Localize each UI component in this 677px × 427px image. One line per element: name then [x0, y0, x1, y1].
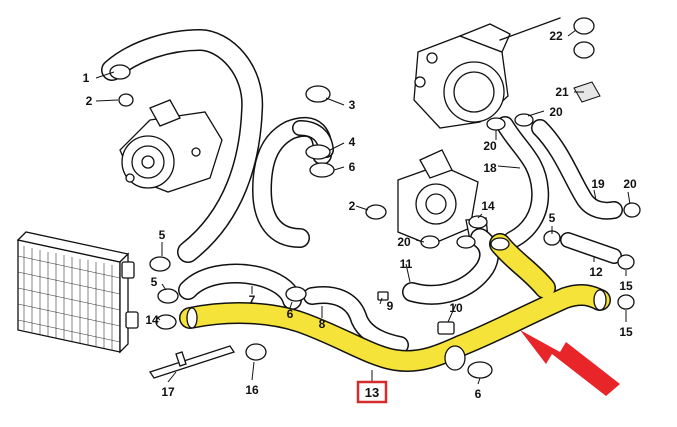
thermostat-housing [397, 149, 489, 246]
callout-2: 2 [349, 199, 356, 213]
callout-6: 6 [349, 160, 356, 174]
callout-15: 15 [619, 279, 633, 293]
callout-3: 3 [349, 98, 356, 112]
callout-10: 10 [449, 301, 463, 315]
hose-12 [560, 232, 622, 264]
bypass-hose [252, 116, 333, 248]
highlighted-part-label: 13 [356, 380, 388, 404]
callout-6: 6 [475, 387, 482, 401]
highlighted-hose-13 [179, 233, 611, 372]
callout-12: 12 [589, 265, 603, 279]
callout-19: 19 [591, 177, 605, 191]
callout-11: 11 [400, 257, 413, 271]
callout-4: 4 [349, 135, 356, 149]
highlighted-part-number: 13 [365, 385, 379, 400]
callout-17: 17 [161, 385, 175, 399]
callout-5: 5 [549, 211, 556, 225]
callout-8: 8 [319, 317, 326, 331]
callout-5: 5 [159, 228, 166, 242]
callout-labels: 1 2 3 4 6 2 5 5 14 7 6 8 9 10 11 14 20 1… [83, 29, 637, 401]
callout-9: 9 [387, 299, 394, 313]
callout-14: 14 [481, 199, 495, 213]
callout-2: 2 [86, 94, 93, 108]
callout-21: 21 [555, 85, 569, 99]
leader-lines [95, 29, 631, 385]
callout-18: 18 [483, 161, 497, 175]
bracket-17 [148, 345, 236, 379]
hose-11 [402, 228, 500, 305]
callout-5: 5 [151, 275, 158, 289]
callout-16: 16 [245, 383, 259, 397]
radiator [16, 231, 139, 354]
callout-20: 20 [623, 177, 637, 191]
callout-20: 20 [483, 139, 497, 153]
callout-20: 20 [397, 235, 411, 249]
hose-18 [496, 116, 550, 249]
hose-8 [303, 286, 409, 354]
callout-7: 7 [249, 293, 256, 307]
callout-14: 14 [145, 313, 159, 327]
callout-1: 1 [83, 71, 90, 85]
hose-clamps [109, 17, 641, 379]
callout-20: 20 [549, 105, 563, 119]
red-pointer-arrow [520, 330, 620, 396]
water-pump [119, 99, 223, 193]
upper-radiator-hose [101, 29, 264, 263]
hose-19 [531, 119, 623, 220]
callout-15: 15 [619, 325, 633, 339]
callout-22: 22 [549, 29, 563, 43]
throttle-body [413, 17, 561, 129]
lower-radiator-hose-7 [178, 263, 302, 310]
callout-6: 6 [287, 307, 294, 321]
